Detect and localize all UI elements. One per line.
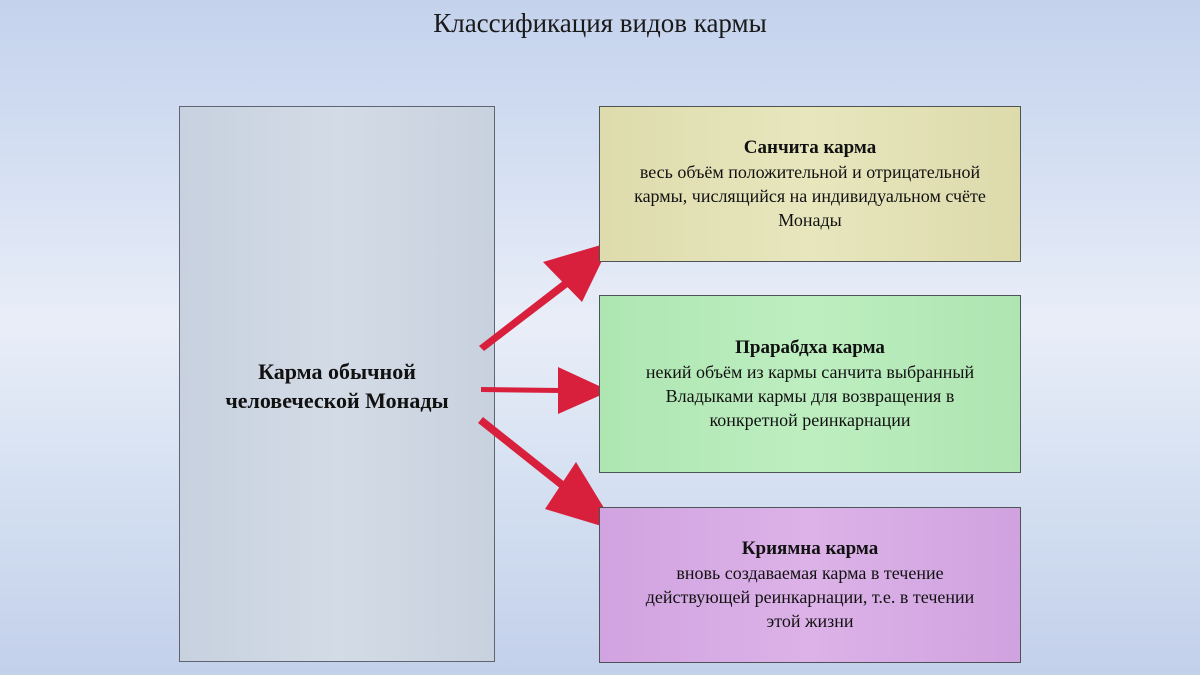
prarabdha-desc-line-2: Владыками кармы для возвращения в [665, 386, 955, 406]
prarabdha-desc-line-1: некий объём из кармы санчита выбранный [645, 362, 975, 382]
source-box: Карма обычной человеческой Монады [179, 106, 495, 662]
source-label: Карма обычной человеческой Монады [225, 359, 449, 413]
arrow-to-kriyamana [478, 417, 618, 531]
sanchita-title: Санчита карма [743, 137, 877, 158]
prarabdha-title: Прарабдха карма [735, 337, 885, 358]
kriyamana-title: Криямна карма [741, 538, 879, 559]
sanchita-desc-line-3: Монады [778, 210, 842, 230]
kriyamana-desc-line-2: действующей реинкарнации, т.е. в течении [645, 587, 975, 607]
kriyamana-box: Криямна карма вновь создаваемая карма в … [599, 507, 1021, 663]
arrow-to-prarabdha [481, 367, 610, 414]
kriyamana-desc-line-3: этой жизни [766, 611, 854, 631]
kriyamana-desc-line-1: вновь создаваемая карма в течение [676, 563, 944, 583]
prarabdha-desc-line-3: конкретной реинкарнации [709, 410, 911, 430]
sanchita-desc-line-1: весь объём положительной и отрицательной [639, 162, 981, 182]
arrow-to-sanchita [479, 242, 611, 351]
sanchita-desc-line-2: кармы, числящийся на индивидуальном счёт… [634, 186, 986, 206]
sanchita-box: Санчита карма весь объём положительной и… [599, 106, 1021, 262]
diagram-title: Классификация видов кармы [433, 8, 767, 38]
prarabdha-box: Прарабдха карма некий объём из кармы сан… [599, 295, 1021, 473]
